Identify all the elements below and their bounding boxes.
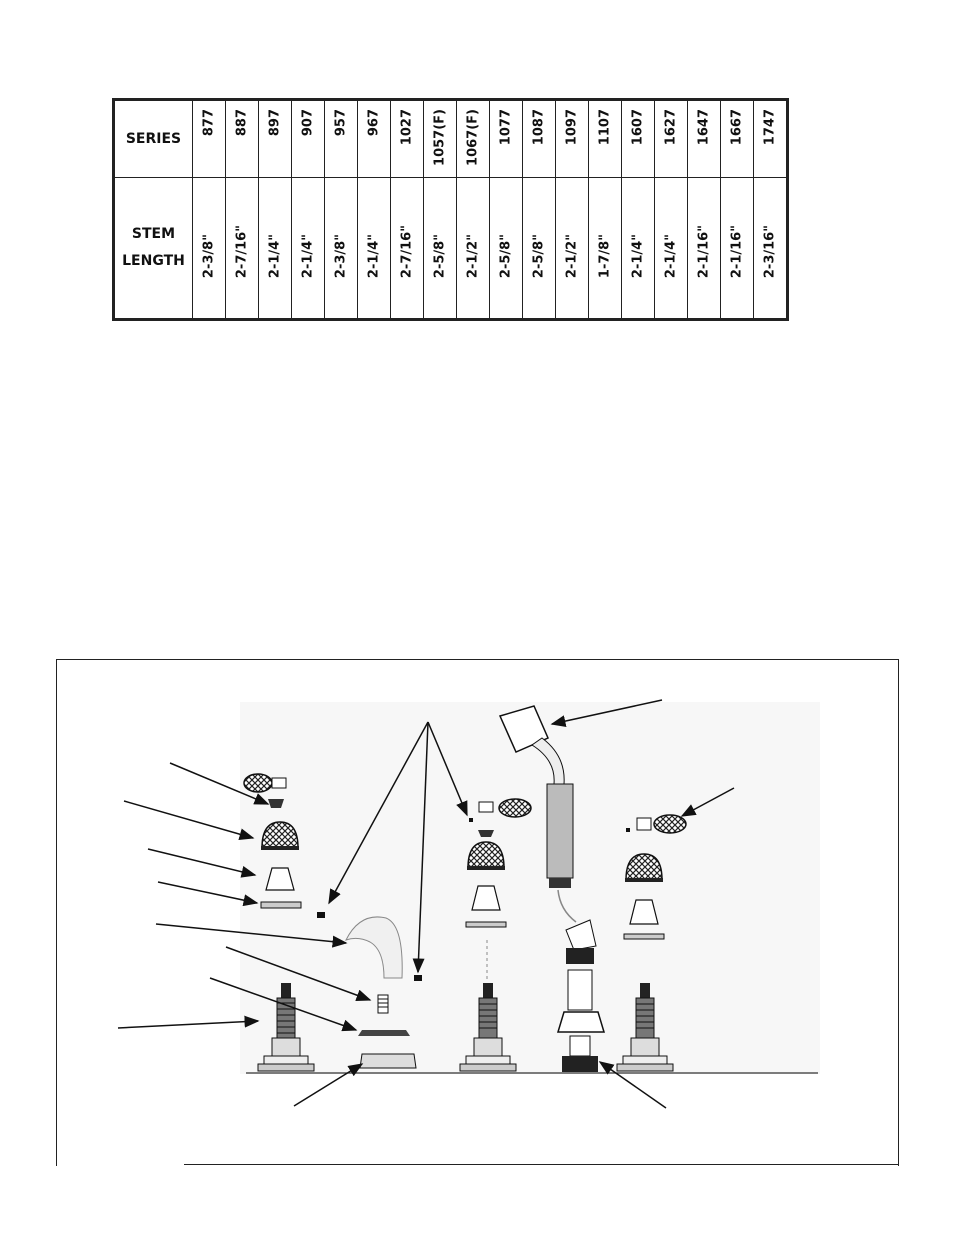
stem-length-cell: 2-3/16" [753, 177, 789, 321]
parts-diagram-bottom-rule [184, 1164, 898, 1165]
series-cell: 1097 [555, 98, 589, 178]
left-sleeve-icon [265, 867, 295, 891]
center-valve-assembly [459, 798, 532, 1072]
series-cell: 1107 [588, 98, 622, 178]
stem-length-cell: 2-7/16" [225, 177, 259, 321]
series-cell: 957 [324, 98, 358, 178]
stem-length-cell: 2-5/8" [489, 177, 523, 321]
callout-arrow [123, 800, 255, 841]
callout-arrow [155, 923, 348, 948]
shower-escutcheon-icon [556, 1011, 606, 1033]
stem-length-cell: 2-1/16" [687, 177, 721, 321]
stem-length-cell: 1-7/8" [588, 177, 622, 321]
right-lever-handle-icon [636, 814, 687, 834]
stem-length-cell: 2-1/4" [258, 177, 292, 321]
diagram-backdrop [240, 702, 820, 1074]
spout-adapter-icon [377, 994, 389, 1014]
center-small-screw-icon [469, 818, 473, 822]
series-header: SERIES [112, 98, 193, 178]
right-flange-icon [623, 933, 665, 940]
series-cell: 1087 [522, 98, 556, 178]
right-small-screw-icon [626, 828, 630, 832]
left-valve-stem-icon [257, 983, 315, 1072]
spout-base-icon [359, 1053, 417, 1069]
set-screw-icon-1 [317, 912, 325, 918]
callout-arrow [157, 881, 259, 907]
callout-arrow [117, 1015, 260, 1029]
shower-riser-icon [567, 969, 593, 1011]
stem-length-row: STEM LENGTH 2-3/8"2-7/16"2-1/4"2-1/4"2-3… [112, 177, 789, 321]
stem-length-header-line1: STEM [131, 226, 176, 243]
series-cell: 897 [258, 98, 292, 178]
callout-arrows [117, 699, 735, 1109]
callout-arrow [293, 1063, 364, 1107]
shower-base-icon [562, 1056, 598, 1072]
hose-icon [557, 889, 577, 923]
set-screw-icon-2 [414, 975, 422, 981]
series-cell: 1057(F) [423, 98, 457, 178]
callout-arrow [147, 848, 257, 878]
series-cell: 967 [357, 98, 391, 178]
hand-shower-assembly [498, 705, 606, 1072]
series-cell: 1627 [654, 98, 688, 178]
callout-arrow [680, 787, 735, 817]
stem-length-cell: 2-7/16" [390, 177, 424, 321]
left-escutcheon-icon [261, 821, 299, 849]
stem-length-header-line2: LENGTH [122, 253, 185, 269]
right-valve-assembly [616, 814, 687, 1072]
right-sleeve-icon [629, 899, 659, 925]
callout-arrow [598, 1061, 667, 1109]
center-escutcheon-icon [467, 841, 505, 869]
callout-arrow [169, 762, 270, 805]
series-cell: 1747 [753, 98, 789, 178]
left-handle-adapter-icon [268, 799, 284, 808]
spout-flange-icon [358, 1030, 410, 1036]
callout-arrow [328, 721, 429, 905]
hand-shower-head-icon [498, 705, 549, 753]
stem-length-cell: 2-5/8" [522, 177, 556, 321]
right-escutcheon-icon [625, 853, 663, 881]
callout-arrow [427, 721, 468, 817]
stem-length-cell: 2-1/4" [291, 177, 325, 321]
stem-length-header: STEM LENGTH [112, 177, 193, 321]
hand-shower-body-icon [546, 783, 574, 879]
series-cell: 877 [192, 98, 226, 178]
left-lever-handle-icon [243, 773, 287, 793]
center-sleeve-icon [471, 885, 501, 911]
center-lever-handle-icon [478, 798, 532, 818]
stem-length-cell: 2-1/2" [555, 177, 589, 321]
series-cell: 1667 [720, 98, 754, 178]
callout-arrow [550, 699, 663, 727]
diverter-elbow-icon [565, 919, 597, 951]
series-cell: 907 [291, 98, 325, 178]
callout-arrow [225, 946, 372, 1001]
center-handle-adapter-icon [478, 830, 494, 837]
left-valve-assembly [243, 773, 315, 1072]
parts-diagram-frame [56, 659, 899, 1166]
center-flange-icon [465, 921, 507, 928]
left-flange-icon [260, 901, 302, 909]
series-cell: 1647 [687, 98, 721, 178]
callout-arrow [412, 721, 429, 974]
spout-icon [345, 916, 403, 979]
callout-arrow [209, 977, 358, 1032]
stem-length-cell: 2-1/4" [357, 177, 391, 321]
